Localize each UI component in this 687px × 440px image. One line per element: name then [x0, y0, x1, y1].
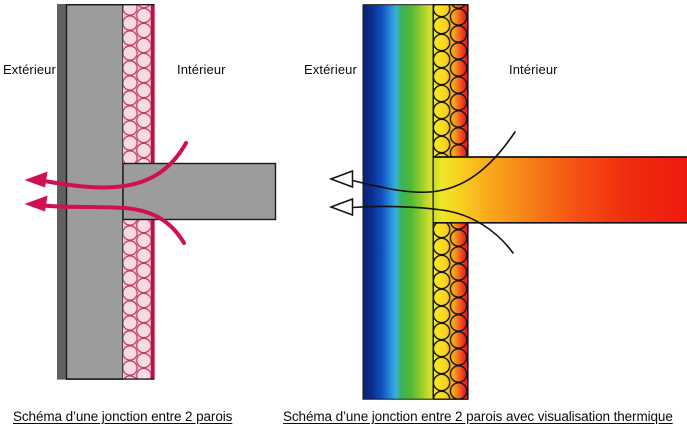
- insulation-thermal-lower: [433, 223, 468, 400]
- interior-label-left: Intérieur: [177, 62, 226, 77]
- heat-flow-lines: [351, 131, 516, 254]
- heat-arrow-lower: [42, 203, 186, 245]
- exterior-label-left: Extérieur: [3, 62, 56, 77]
- interior-lining-lower: [151, 219, 155, 380]
- insulation-upper: [123, 4, 155, 164]
- wall: [65, 3, 124, 380]
- wall-thermal: [362, 4, 434, 400]
- heat-arrow-upper: [42, 141, 188, 190]
- flow-line-lower: [351, 205, 514, 254]
- right-diagram-thermal: [328, 3, 687, 400]
- open-arrowhead-upper: [328, 169, 354, 189]
- open-arrowhead-lower: [328, 197, 354, 217]
- caption-left: Schéma d’une jonction entre 2 parois: [13, 409, 233, 424]
- left-diagram: [24, 3, 277, 380]
- exterior-cladding: [57, 4, 67, 380]
- exterior-label-right: Extérieur: [304, 62, 357, 77]
- heat-flow-arrows: [42, 141, 188, 245]
- flow-line-upper: [351, 131, 516, 194]
- interior-lining-upper: [151, 4, 155, 164]
- heat-arrowhead-lower: [24, 195, 48, 212]
- interior-label-right: Intérieur: [509, 62, 558, 77]
- insulation-thermal-upper: [433, 4, 468, 158]
- floor-slab-thermal: [433, 157, 687, 223]
- floor-slab: [122, 162, 277, 221]
- caption-right: Schéma d’une jonction entre 2 parois ave…: [283, 409, 673, 424]
- heat-arrowhead-upper: [24, 171, 48, 188]
- insulation-lower: [123, 219, 155, 380]
